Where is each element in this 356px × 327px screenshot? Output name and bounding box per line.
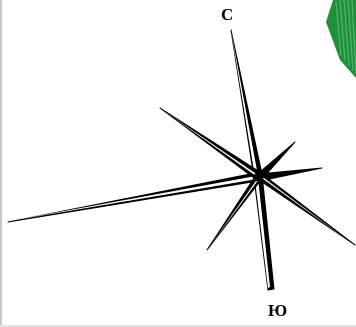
south-label: Ю xyxy=(268,302,287,319)
green-corner-panel xyxy=(326,0,356,78)
needle-north xyxy=(231,30,262,178)
compass-needles xyxy=(8,30,355,290)
north-label: С xyxy=(221,6,233,23)
